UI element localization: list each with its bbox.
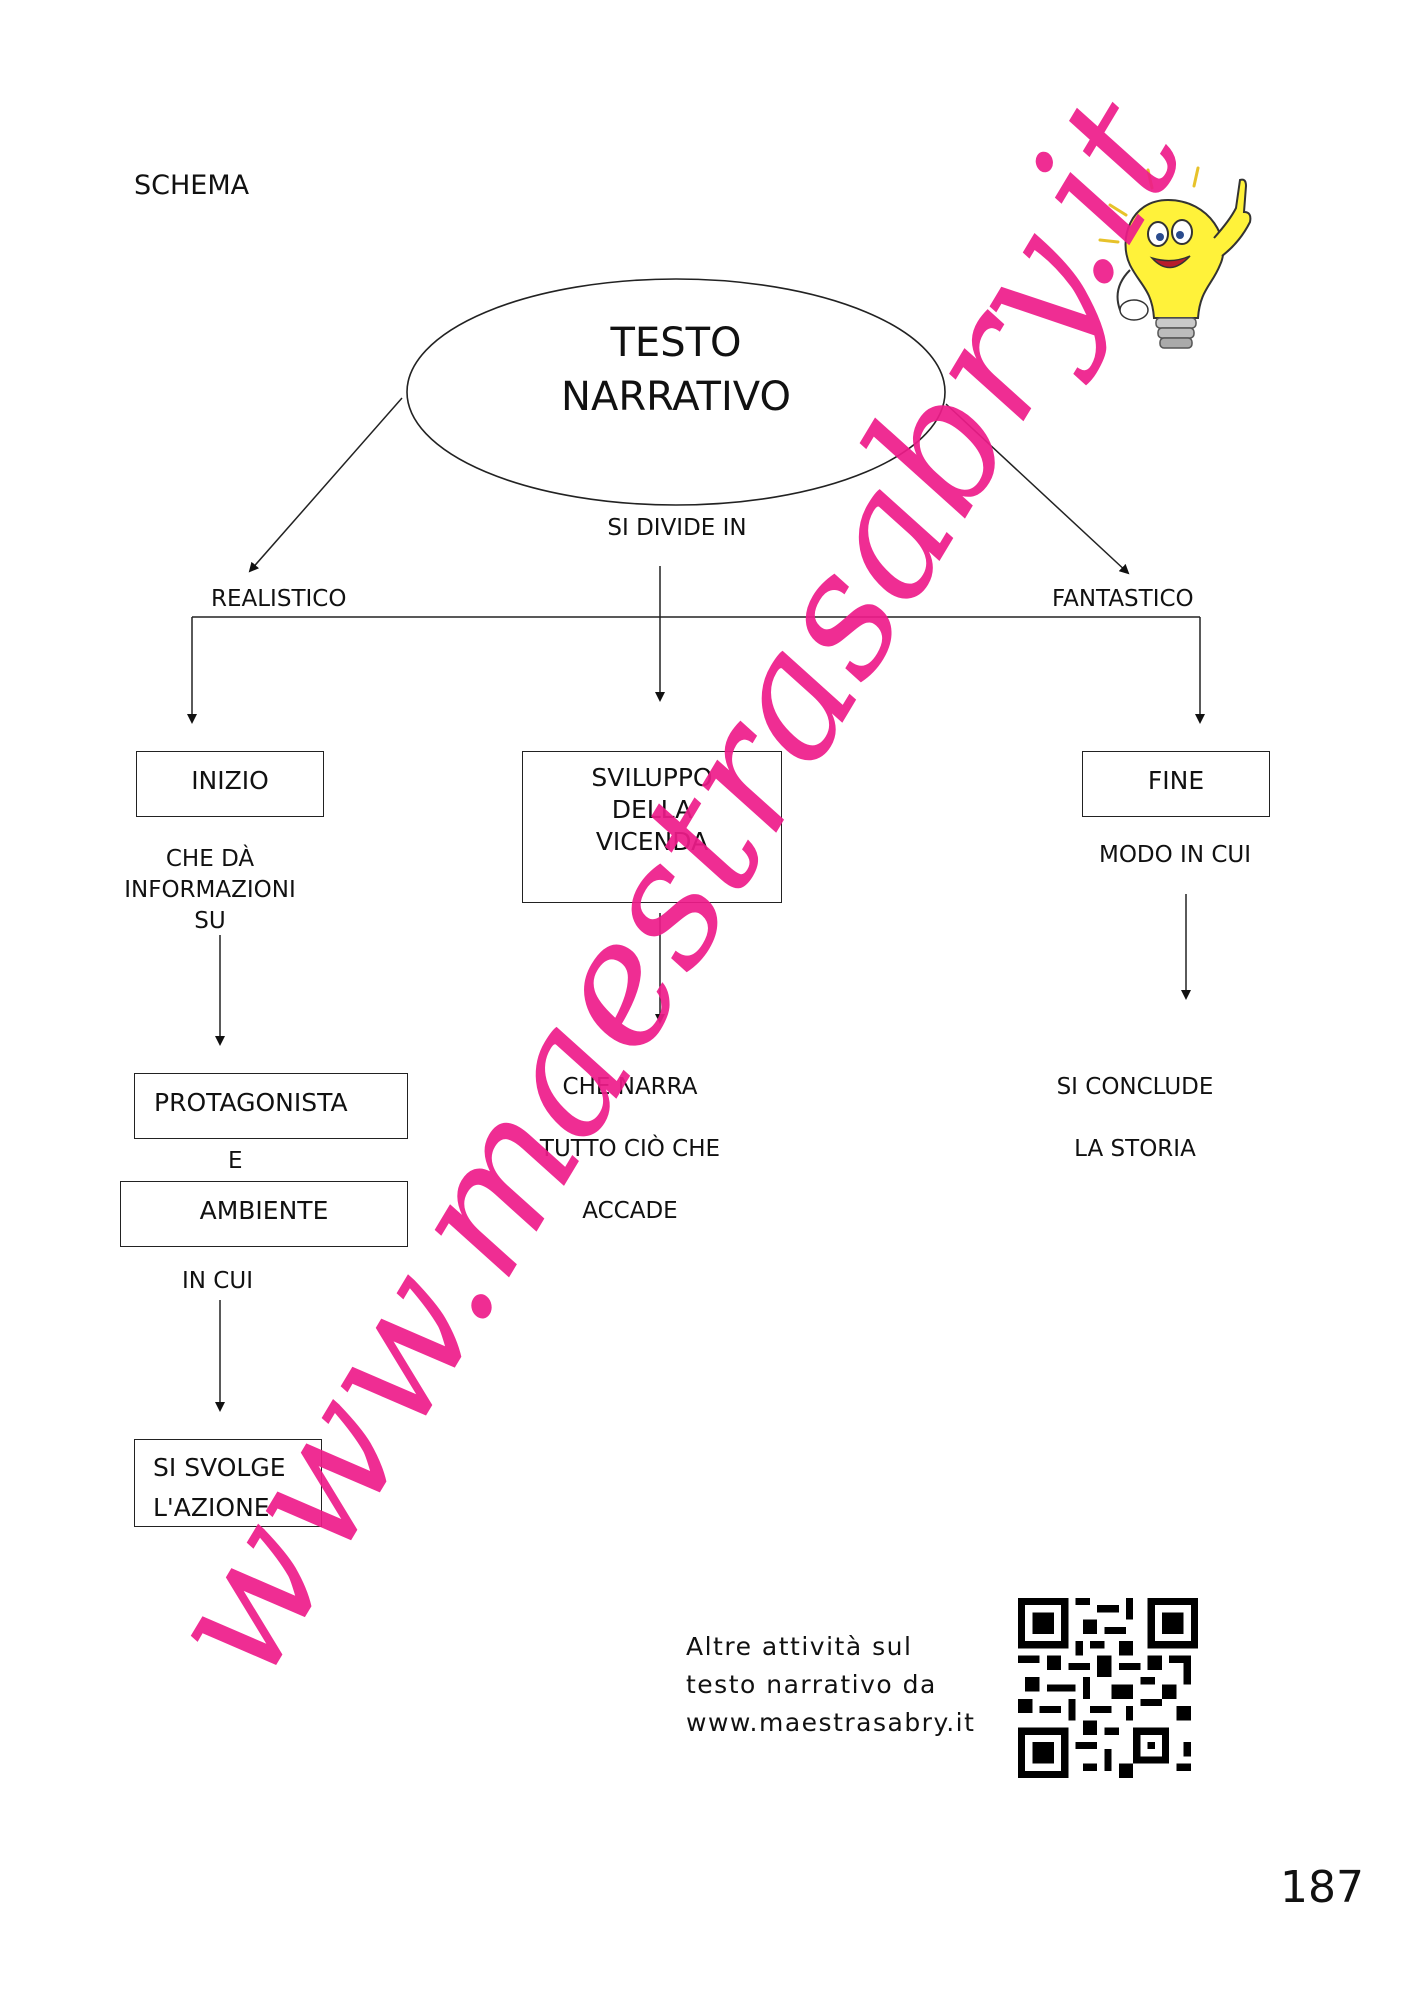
lightbulb-mascot-icon	[1098, 166, 1252, 349]
realistico-label: REALISTICO	[211, 586, 347, 612]
sviluppo-line-3: VICENDA	[595, 827, 709, 856]
sviluppo-description: CHE NARRA TUTTO CIÒ CHE ACCADE	[500, 1056, 760, 1242]
page-number: 187	[1280, 1862, 1364, 1913]
inizio-desc-line-3: SU	[194, 908, 226, 934]
azione-text: SI SVOLGE L'AZIONE	[153, 1448, 286, 1528]
azione-box: SI SVOLGE L'AZIONE	[134, 1439, 322, 1527]
root-node-label: TESTO NARRATIVO	[500, 316, 852, 424]
azione-line-2: L'AZIONE	[153, 1493, 270, 1522]
sviluppo-line-1: SVILUPPO	[591, 763, 713, 792]
inizio-description: CHE DÀ INFORMAZIONI SU	[110, 844, 310, 937]
qr-code-icon[interactable]	[1018, 1598, 1198, 1778]
footer-line-1: Altre attività sul	[686, 1632, 913, 1661]
in-cui-label: IN CUI	[182, 1268, 253, 1294]
inizio-box: INIZIO	[136, 751, 324, 817]
fine-final-line-2: LA STORIA	[1074, 1136, 1196, 1162]
page-heading: SCHEMA	[134, 170, 250, 201]
fine-description: SI CONCLUDE LA STORIA	[1030, 1056, 1240, 1180]
root-line-2: NARRATIVO	[561, 374, 791, 420]
inizio-label: INIZIO	[191, 766, 269, 795]
root-ellipse	[406, 278, 946, 506]
sviluppo-label: SVILUPPO DELLA VICENDA	[523, 762, 781, 858]
sviluppo-desc-line-1: CHE NARRA	[562, 1074, 698, 1100]
footer-line-2: testo narrativo da	[686, 1670, 937, 1699]
modo-in-cui-label: MODO IN CUI	[1098, 842, 1252, 868]
fine-final-line-1: SI CONCLUDE	[1056, 1074, 1214, 1100]
root-line-1: TESTO	[610, 320, 742, 366]
inizio-desc-line-1: CHE DÀ	[165, 846, 255, 872]
fine-box: FINE	[1082, 751, 1270, 817]
sviluppo-desc-line-2: TUTTO CIÒ CHE	[539, 1136, 721, 1162]
e-connector-label: E	[228, 1148, 243, 1174]
azione-line-1: SI SVOLGE	[153, 1453, 286, 1482]
footer-text: Altre attività sul testo narrativo da ww…	[686, 1628, 975, 1742]
protagonista-box: PROTAGONISTA	[134, 1073, 408, 1139]
sviluppo-desc-line-3: ACCADE	[582, 1198, 678, 1224]
inizio-desc-line-2: INFORMAZIONI	[124, 877, 296, 903]
si-divide-in-label: SI DIVIDE IN	[607, 515, 747, 541]
fine-label: FINE	[1147, 766, 1205, 795]
sviluppo-box: SVILUPPO DELLA VICENDA	[522, 751, 782, 903]
ambiente-label: AMBIENTE	[199, 1196, 329, 1225]
arrow-to-realistico	[248, 397, 403, 573]
arrow-to-fantastico	[945, 403, 1130, 575]
sviluppo-line-2: DELLA	[611, 795, 693, 824]
footer-line-3[interactable]: www.maestrasabry.it	[686, 1708, 976, 1737]
ambiente-box: AMBIENTE	[120, 1181, 408, 1247]
protagonista-label: PROTAGONISTA	[154, 1088, 348, 1117]
fantastico-label: FANTASTICO	[1052, 586, 1194, 612]
